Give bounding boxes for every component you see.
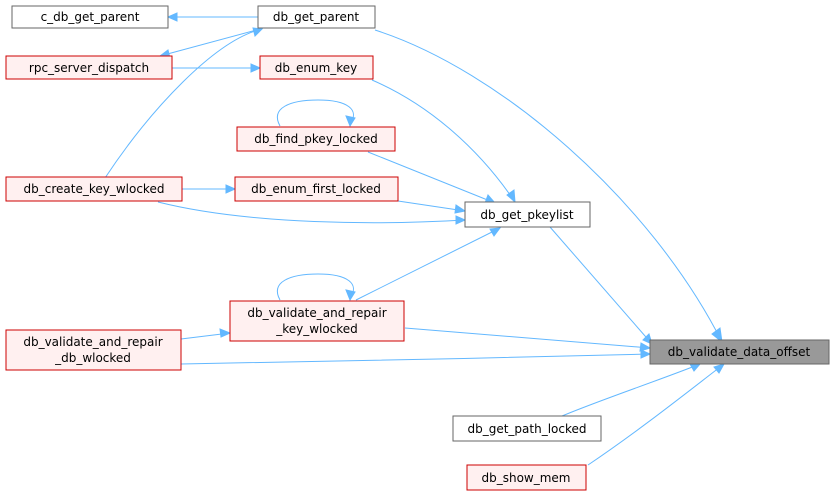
node-label: db_create_key_wlocked (24, 182, 165, 196)
node-label: db_enum_key (275, 61, 358, 75)
node-db-show-mem[interactable]: db_show_mem (466, 464, 587, 491)
edge-db_validate_data_offset-to-db_get_path_locked (561, 363, 701, 417)
node-db-enum-key[interactable]: db_enum_key (259, 55, 374, 80)
node-label: rpc_server_dispatch (29, 61, 149, 75)
edge-db_validate_data_offset-to-db_get_parent (374, 29, 723, 343)
node-db-enum-first-locked[interactable]: db_enum_first_locked (234, 176, 399, 202)
edge-arrow (219, 328, 232, 338)
edge-db_get_pkeylist-to-db_create_key_wlocked (157, 201, 466, 224)
edge-arrow (252, 27, 264, 37)
edge-arrow (489, 227, 502, 237)
edge-arrow (689, 363, 702, 372)
edge-arrow (250, 63, 262, 73)
node-label-line-2: _db_wlocked (54, 351, 131, 365)
node-db-validate-data-offset[interactable]: db_validate_data_offset (649, 339, 830, 365)
edge-db_get_pkeylist-to-db_enum_key (371, 79, 516, 203)
node-label: db_enum_first_locked (251, 182, 381, 196)
node-label: db_find_pkey_locked (254, 132, 377, 146)
edge-db_validate_data_offset-to-db_show_mem (587, 363, 725, 466)
node-label: db_get_parent (273, 10, 360, 24)
node-db-get-pkeylist[interactable]: db_get_pkeylist (464, 201, 591, 228)
edge-self-db_find_pkey_locked (277, 99, 354, 127)
edge-arrow (506, 189, 516, 204)
node-db-create-key-wlocked[interactable]: db_create_key_wlocked (5, 176, 183, 202)
node-c-db-get-parent[interactable]: c_db_get_parent (11, 5, 169, 29)
edge-arrow (454, 204, 467, 214)
edge-db_validate_data_offset-to-db_validate_and_repair_db_wlocked (180, 353, 651, 365)
node-db-find-pkey-locked[interactable]: db_find_pkey_locked (236, 126, 396, 152)
edge-arrow (711, 327, 723, 344)
edge-db_get_parent-to-rpc_server_dispatch (159, 28, 261, 57)
edge-db_get_pkeylist-to-db_find_pkey_locked (367, 151, 496, 204)
edge-db_get_pkeylist-to-db_validate_and_repair_key_wlocked (355, 227, 501, 301)
node-label: db_validate_data_offset (668, 345, 811, 359)
edge-arrow (713, 363, 726, 374)
edge-db_get_parent-to-db_create_key_wlocked (104, 28, 263, 179)
node-db-get-parent[interactable]: db_get_parent (257, 5, 376, 29)
edge-arrow (225, 184, 237, 194)
edge-arrow (345, 289, 356, 302)
node-db-validate-and-repair-db-wlocked[interactable]: db_validate_and_repair _db_wlocked (5, 329, 182, 371)
edge-self-db_validate_and_repair_key_wlocked (277, 273, 354, 301)
edge-db_get_pkeylist-to-db_enum_first_locked (397, 200, 466, 212)
node-label: db_get_path_locked (467, 422, 586, 436)
edges (104, 12, 726, 466)
node-label: db_get_pkeylist (480, 208, 573, 222)
edge-db_validate_data_offset-to-db_validate_and_repair_key_wlocked (404, 327, 651, 349)
node-label: db_show_mem (481, 471, 570, 485)
node-rpc-server-dispatch[interactable]: rpc_server_dispatch (5, 55, 173, 80)
edge-arrow (345, 115, 356, 128)
node-db-validate-and-repair-key-wlocked[interactable]: db_validate_and_repair _key_wlocked (229, 300, 405, 342)
node-db-get-path-locked[interactable]: db_get_path_locked (452, 415, 602, 442)
edge-arrow (639, 342, 652, 352)
edge-arrow (455, 215, 467, 225)
edge-db_validate_data_offset-to-db_get_pkeylist (549, 226, 653, 345)
edge-arrow (640, 349, 652, 359)
node-label-line-1: db_validate_and_repair (23, 335, 162, 349)
node-label-line-1: db_validate_and_repair (247, 306, 386, 320)
node-label-line-2: _key_wlocked (275, 322, 358, 336)
node-label: c_db_get_parent (41, 10, 140, 24)
edge-arrow (166, 12, 178, 22)
